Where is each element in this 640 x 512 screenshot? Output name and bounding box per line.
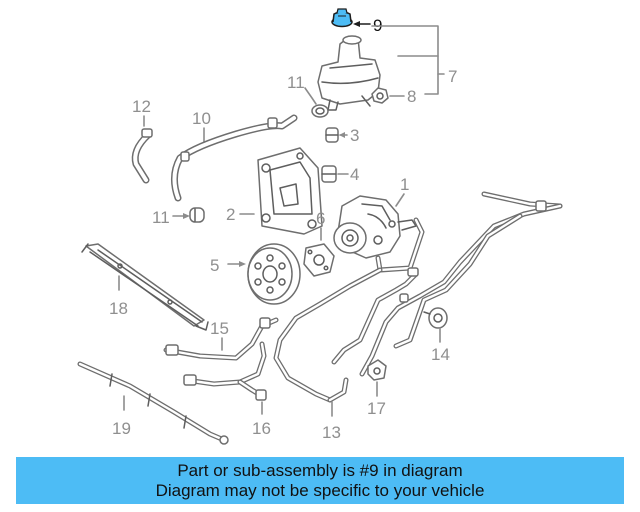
part-12-hose[interactable] [131,128,153,184]
leader-7 [371,25,439,95]
callout-16: 16 [252,419,271,438]
leader-1 [395,193,405,207]
part-4-bushing[interactable] [321,165,337,183]
part-10-hose[interactable] [171,114,298,202]
part-14-union[interactable] [423,307,448,329]
callout-19: 19 [112,419,131,438]
part-18-cooler[interactable] [81,243,209,331]
callout-6: 6 [316,209,325,228]
part-9-reservoir-cap[interactable] [331,8,353,28]
parts-diagram: 9 7 8 11 3 4 12 [77,8,563,445]
part-19-cooler-line[interactable] [77,361,229,445]
callout-5: 5 [210,256,219,275]
part-15-hose[interactable] [163,317,279,361]
callout-15: 15 [210,319,229,338]
callout-18: 18 [109,299,128,318]
callout-12: 12 [132,97,151,116]
callout-17: 17 [367,399,386,418]
leader-3-arrow [339,132,345,138]
part-17-bracket[interactable] [367,359,387,381]
part-6-gasket[interactable] [303,243,335,277]
callout-8: 8 [407,87,416,106]
callout-7: 7 [448,67,457,86]
leader-9-arrow [353,21,360,27]
part-16-line[interactable] [183,341,267,401]
part-7-reservoir[interactable] [317,35,381,111]
leader-11-upper [304,87,317,105]
part-5-pulley[interactable] [247,243,301,305]
callout-11-upper: 11 [287,73,305,92]
leader-11-lower-arrow [183,213,190,219]
info-banner: Part or sub-assembly is #9 in diagram Di… [16,457,624,504]
callout-3: 3 [350,126,359,145]
banner-line-2: Diagram may not be specific to your vehi… [155,480,485,500]
part-3-bushing[interactable] [325,127,339,143]
part-11-clamp-upper[interactable] [311,104,329,118]
callout-1: 1 [400,175,409,194]
part-1-power-steering-pump[interactable] [333,195,417,259]
callout-14: 14 [431,345,450,364]
callout-4: 4 [350,165,359,184]
banner-line-1: Part or sub-assembly is #9 in diagram [177,460,463,480]
callout-13: 13 [322,423,341,442]
pressure-line-network[interactable] [273,191,563,403]
callout-10: 10 [192,109,211,128]
part-8-grommet[interactable] [371,87,389,104]
part-11-clamp-lower[interactable] [189,207,205,223]
callout-11-lower: 11 [152,208,170,227]
callout-2: 2 [226,205,235,224]
leader-5-arrow [239,261,246,267]
part-2-bracket[interactable] [257,147,323,235]
